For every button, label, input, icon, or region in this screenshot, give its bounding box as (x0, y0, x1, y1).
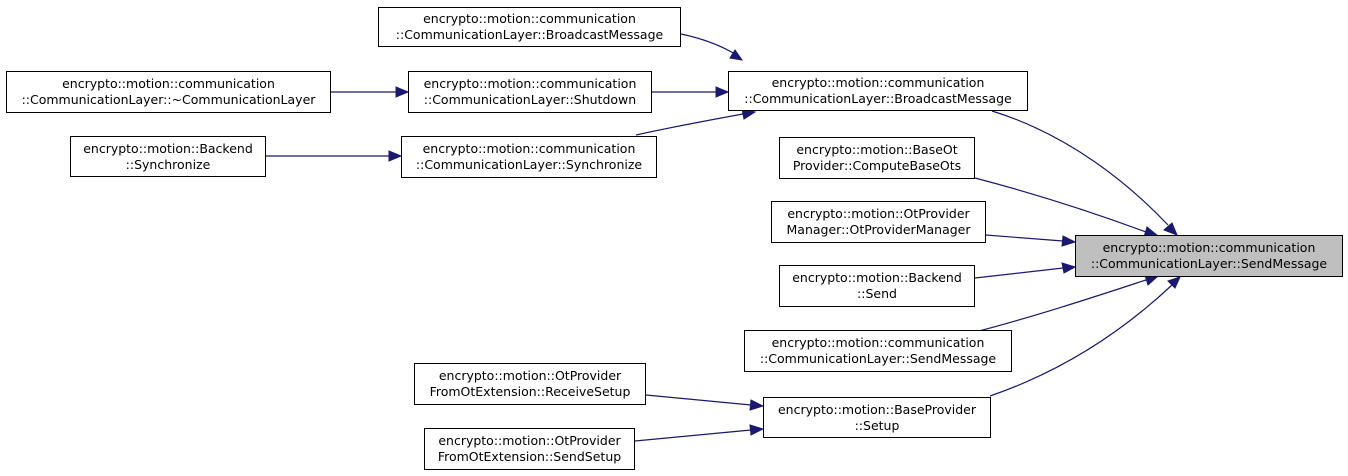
node-label-line1: encrypto::motion::communication (1102, 240, 1316, 255)
edge-setup-to-sendmessage (989, 284, 1173, 397)
node-label-line1: encrypto::motion::communication (422, 141, 636, 156)
node-label-line1: encrypto::motion::communication (423, 76, 637, 91)
node-backend-send[interactable]: encrypto::motion::Backend ::Send (779, 265, 975, 307)
node-label-line2: FromOtExtension::ReceiveSetup (429, 384, 631, 399)
edge-arrowhead (395, 86, 410, 98)
node-ot-provider-manager[interactable]: encrypto::motion::OtProvider Manager::Ot… (771, 201, 986, 243)
node-base-provider-setup[interactable]: encrypto::motion::BaseProvider ::Setup (763, 397, 991, 438)
node-label-line1: encrypto::motion::OtProvider (438, 433, 621, 448)
node-label-line1: encrypto::motion::communication (771, 335, 985, 350)
node-label-line1: encrypto::motion::Backend (792, 270, 962, 285)
node-label-line2: ::Synchronize (125, 156, 211, 172)
node-label-line2: ::Setup (854, 417, 900, 433)
node-send-message-focus: encrypto::motion::communication ::Commun… (1075, 235, 1343, 277)
node-label-line2: ::CommunicationLayer::BroadcastMessage (744, 91, 1012, 106)
edge-backendsend-to-sendmessage (974, 267, 1064, 279)
node-label-line2: ::CommunicationLayer::SendMessage (1090, 256, 1328, 271)
node-label-line1: encrypto::motion::communication (771, 75, 985, 90)
node-label-line2: ::CommunicationLayer::SendMessage (759, 351, 997, 366)
node-label-line1: encrypto::motion::communication (423, 11, 636, 26)
node-label-line1: encrypto::motion::BaseProvider (777, 401, 977, 417)
node-label-line2: Manager::OtProviderManager (786, 222, 971, 237)
node-label-line1: encrypto::motion::OtProvider (787, 206, 970, 221)
node-send-setup[interactable]: encrypto::motion::OtProvider FromOtExten… (424, 428, 635, 470)
node-label-line2: ::CommunicationLayer::BroadcastMessage (395, 27, 664, 42)
edge-arrowhead (1061, 262, 1077, 274)
node-shutdown[interactable]: encrypto::motion::communication ::Commun… (408, 71, 652, 113)
node-label-line1: encrypto::motion::Backend (83, 140, 253, 156)
node-label-line1: encrypto::motion::OtProvider (438, 368, 622, 383)
edge-synchronize-to-broadcast (635, 113, 744, 136)
node-label-line2: ::CommunicationLayer::~CommunicationLaye… (21, 92, 316, 107)
edge-arrowhead (749, 424, 765, 436)
edge-receivesetup-to-setup (645, 394, 752, 406)
node-send-message-other[interactable]: encrypto::motion::communication ::Commun… (744, 330, 1012, 372)
edge-arrowhead (1163, 222, 1178, 236)
edge-arrowhead (388, 150, 403, 162)
edge-arrowhead (1167, 276, 1181, 289)
node-compute-base-ots[interactable]: encrypto::motion::BaseOt Provider::Compu… (779, 137, 975, 179)
edge-otprovidermanager-to-sendmessage (985, 234, 1064, 242)
node-label-line2: ::Send (857, 286, 897, 301)
node-broadcast-message[interactable]: encrypto::motion::communication ::Commun… (728, 71, 1028, 111)
edge-broadcast-to-sendmessage (991, 110, 1169, 226)
edge-arrowhead (749, 399, 765, 411)
node-backend-synchronize[interactable]: encrypto::motion::Backend ::Synchronize (70, 136, 266, 177)
node-synchronize[interactable]: encrypto::motion::communication ::Commun… (401, 136, 657, 178)
node-label-line2: Provider::ComputeBaseOts (792, 158, 962, 173)
edge-broadcast-top-to-broadcast (680, 33, 736, 55)
edge-sendsetup-to-setup (634, 429, 752, 442)
edge-sendmessage-other-to-sendmessage (974, 279, 1147, 333)
node-destructor[interactable]: encrypto::motion::communication ::Commun… (6, 71, 331, 113)
node-label-line2: ::CommunicationLayer::Shutdown (423, 92, 637, 107)
edge-computebaseots-to-sendmessage (974, 177, 1147, 233)
node-label-line1: encrypto::motion::BaseOt (796, 142, 958, 157)
edge-arrowhead (715, 86, 730, 98)
node-label-line1: encrypto::motion::communication (62, 76, 275, 91)
node-receive-setup[interactable]: encrypto::motion::OtProvider FromOtExten… (414, 363, 646, 405)
edge-arrowhead (729, 49, 744, 61)
node-label-line2: FromOtExtension::SendSetup (437, 449, 622, 464)
node-broadcast-message-top[interactable]: encrypto::motion::communication ::Commun… (378, 7, 681, 47)
edge-arrowhead (1061, 235, 1077, 247)
node-label-line2: ::CommunicationLayer::Synchronize (415, 157, 643, 172)
